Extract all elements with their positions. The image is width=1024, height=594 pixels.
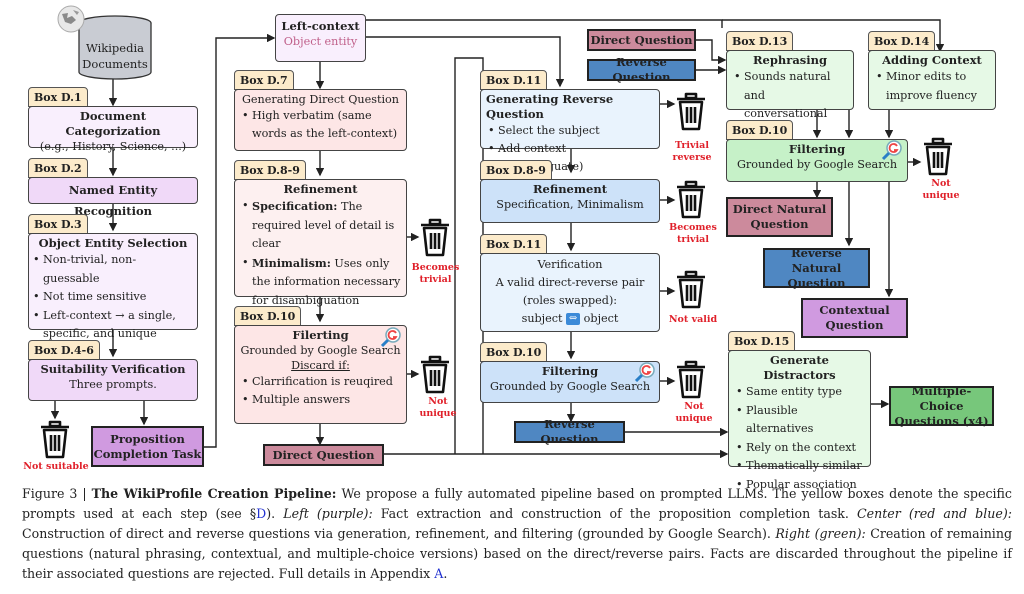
reject-label-trivial-reverse: Trivial reverse — [672, 140, 712, 163]
bullet: High verbatim (same words as the left-co… — [242, 107, 401, 143]
filtering-right-box: Filtering Grounded by Google Search — [726, 139, 908, 182]
trash-icon — [677, 270, 705, 309]
bullet: Multiple answers — [242, 391, 401, 409]
bullet: Minor edits to improve fluency — [876, 68, 990, 105]
filtering-direct-box: Filerting Grounded by Google Search Disc… — [234, 325, 407, 424]
reject-label-becomes-trivial: Becomes trivial — [669, 222, 717, 245]
bullet: Clarrification is reuqired — [242, 373, 401, 391]
bullet: Plausible alternatives — [736, 402, 865, 439]
reject-label-not-unique: Not unique — [419, 396, 457, 419]
trash-icon — [924, 137, 952, 176]
box-tag-d1: Box D.1 — [28, 87, 88, 107]
box-tag-d4-6: Box D.4-6 — [28, 340, 100, 360]
swap-arrows-icon: ⇔ — [566, 313, 581, 325]
generating-direct-question-box: Generating Direct Question High verbatim… — [234, 89, 407, 151]
box-tag-d13: Box D.13 — [726, 31, 794, 51]
wikipedia-globe-icon — [57, 5, 85, 33]
google-search-icon — [634, 362, 655, 383]
connector-lines — [50, 19, 945, 459]
direct-question-output: Direct Question — [263, 444, 384, 466]
reject-label-not-valid: Not valid — [668, 314, 718, 325]
bullet: Popular association — [736, 476, 865, 495]
box-tag-d10: Box D.10 — [726, 120, 794, 140]
generating-reverse-question-box: Generating Reverse Question Select the s… — [480, 89, 660, 173]
box-tag-d11: Box D.11 — [480, 234, 548, 254]
reject-label-becomes-trivial: Becomes trivial — [411, 262, 460, 285]
trash-icon — [421, 355, 449, 394]
reverse-question-input: Reverse Question — [587, 55, 696, 84]
named-entity-recognition-box: Named Entity Recognition — [28, 177, 198, 218]
google-search-icon — [380, 327, 401, 348]
trash-icon — [677, 180, 705, 219]
suitability-verification-box: Suitability Verification Three prompts. — [28, 359, 198, 401]
bullet: Non-trivial, non-guessable — [33, 251, 192, 288]
trash-icon — [421, 218, 449, 257]
box-tag-d11: Box D.11 — [480, 70, 548, 90]
bullet: Not time sensitive — [33, 288, 192, 307]
box-tag-d8-9: Box D.8-9 — [480, 160, 552, 180]
filtering-reverse-box: Filtering Grounded by Google Search — [480, 361, 660, 403]
bullet: Select the subject — [488, 122, 654, 140]
appendix-link-d[interactable]: D — [256, 506, 267, 521]
reject-label-not-suitable: Not suitable — [23, 461, 89, 472]
box-tag-d15: Box D.15 — [728, 331, 796, 351]
box-tag-d14: Box D.14 — [868, 31, 936, 51]
bullet: Sounds natural and conversational — [734, 68, 848, 124]
box-tag-d10: Box D.10 — [480, 342, 548, 362]
box-tag-d7: Box D.7 — [234, 70, 294, 90]
trash-icon — [41, 420, 69, 459]
adding-context-box: Adding Context Minor edits to improve fl… — [868, 50, 996, 110]
object-entity-selection-box: Object Entity Selection Non-trivial, non… — [28, 233, 198, 359]
figure-caption: Figure 3 | The WikiProfile Creation Pipe… — [22, 486, 1013, 581]
left-context-box: Left-context Object entity — [275, 14, 366, 62]
refinement-reverse-box: Refinement Specification, Minimalism — [480, 179, 660, 223]
box-tag-d2: Box D.2 — [28, 158, 88, 178]
reverse-question-output: Reverse Question — [514, 417, 625, 446]
trash-icon — [677, 360, 705, 399]
box-tag-d8-9: Box D.8-9 — [234, 160, 306, 180]
trash-icon — [677, 92, 705, 131]
verification-box: Verification A valid direct-reverse pair… — [480, 253, 660, 332]
rephrasing-box: Rephrasing Sounds natural and conversati… — [726, 50, 854, 120]
direct-question-input: Direct Question — [587, 29, 696, 51]
bullet: Same entity type — [736, 383, 865, 402]
reject-label-not-unique: Not unique — [922, 178, 960, 201]
box-tag-d10: Box D.10 — [234, 306, 302, 326]
appendix-link-a[interactable]: A — [434, 566, 444, 581]
reject-label-not-unique: Not unique — [675, 401, 713, 424]
bullet: Thematically similar — [736, 457, 865, 476]
refinement-direct-box: Refinement Specification: The required l… — [234, 179, 407, 307]
bullet: Rely on the context — [736, 439, 865, 458]
box-tag-d3: Box D.3 — [28, 214, 88, 234]
generate-distractors-box: Generate Distractors Same entity type Pl… — [728, 350, 871, 494]
document-categorization-box: Document Categorization (e.g., History, … — [28, 106, 198, 153]
google-search-icon — [881, 140, 902, 161]
